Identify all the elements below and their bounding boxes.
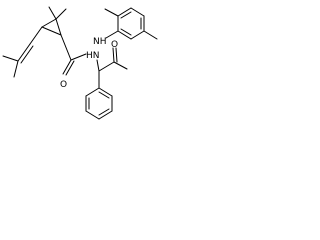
aryl-inner-1 (120, 11, 132, 19)
ring-to-carbonyl (60, 34, 72, 61)
ring-bond-3 (41, 26, 62, 36)
chain-double-bond-a (17, 43, 31, 62)
cyclopropane-ring (41, 18, 62, 36)
phenyl-inner-3 (98, 91, 110, 99)
aryl-bond-2 (117, 7, 132, 17)
phenyl-bond-4 (98, 110, 113, 120)
phenyl-bond-1 (85, 87, 100, 97)
background (0, 0, 167, 134)
ring-bond-2 (55, 18, 62, 36)
aryl-bond-3 (130, 7, 145, 17)
alpha-to-carbonyl-right (98, 61, 115, 72)
amide-nh-left: HN (86, 51, 100, 61)
aryl-bond-6 (117, 30, 132, 40)
aryl-inner-3 (120, 28, 132, 36)
dimethylphenyl-group (104, 7, 158, 40)
carbonyl-oxygen-left: O (60, 80, 67, 90)
nh-to-aryl (105, 30, 119, 39)
nh-to-alpha (96, 59, 100, 72)
phenyl-bond-6 (98, 87, 113, 97)
carbonyl-right-to-nh (113, 61, 128, 70)
carbonyl-to-nh (70, 53, 87, 61)
methyl-bond-1 (48, 6, 57, 20)
aryl-methyl-top (104, 8, 119, 17)
ring-bond-1 (41, 18, 57, 28)
carbonyl-right-double-b (115, 47, 118, 63)
chain-methyl-2 (13, 60, 19, 78)
methyl-bond-2 (55, 8, 67, 20)
phenyl-ring (85, 87, 113, 120)
aryl-bond-5 (130, 30, 145, 40)
carbonyl-double-a (62, 59, 72, 75)
isobutenyl-chain (2, 26, 43, 78)
molecule-structure: O HN O NH (0, 0, 167, 134)
amide-nh-right: NH (93, 37, 107, 47)
phenyl-bond-3 (85, 110, 100, 120)
chain-bond-1 (29, 26, 43, 45)
carbonyl-oxygen-right: O (111, 40, 118, 50)
aryl-methyl-right (143, 30, 158, 40)
chain-methyl-1 (2, 55, 19, 62)
gem-dimethyl (48, 6, 67, 20)
phenyl-inner-2 (98, 108, 110, 116)
left-amide: O HN (60, 34, 100, 90)
right-amide: O NH (93, 37, 128, 70)
chain-double-bond-b (20, 45, 34, 64)
carbonyl-double-b (65, 60, 75, 76)
alpha-carbon (96, 59, 115, 89)
carbonyl-right-double-a (112, 47, 115, 63)
